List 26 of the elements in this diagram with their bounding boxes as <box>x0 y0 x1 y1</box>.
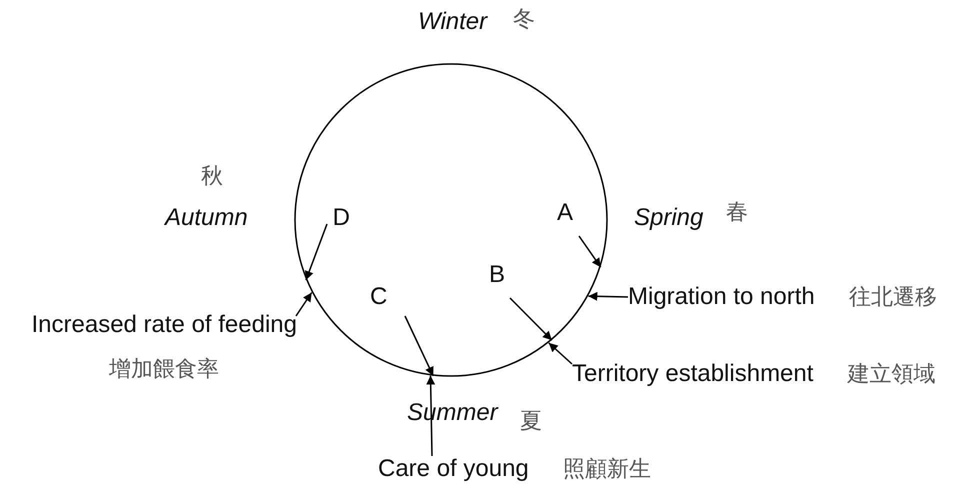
point-letter: B <box>489 262 506 288</box>
season-translation: 冬 <box>513 8 535 32</box>
season-label: Autumn <box>165 205 248 232</box>
stage-label: Migration to north <box>628 284 815 310</box>
arrow <box>588 292 628 301</box>
translation-label: 照顧新生 <box>562 458 651 482</box>
arrow <box>304 224 328 280</box>
translation-label: 往北遷移 <box>848 286 937 310</box>
season-translation: 秋 <box>201 165 223 190</box>
stage-label: Care of young <box>378 456 529 482</box>
point-letter: A <box>557 200 574 226</box>
season-label: Spring <box>634 205 704 232</box>
translation-label: 增加餵食率 <box>109 358 220 383</box>
arrow <box>404 316 434 376</box>
arrow <box>578 236 602 268</box>
point-letter: D <box>332 205 350 232</box>
translation-label: 建立領域 <box>847 363 936 388</box>
arrow <box>295 292 312 316</box>
season-translation: 夏 <box>520 410 542 434</box>
arrow <box>509 297 552 341</box>
stage-label: Territory establishment <box>572 361 814 388</box>
season-translation: 春 <box>726 201 748 226</box>
season-label: Winter <box>418 9 488 36</box>
arrow <box>548 342 572 365</box>
point-letter: C <box>370 284 388 310</box>
stage-label: Increased rate of feeding <box>31 312 297 338</box>
